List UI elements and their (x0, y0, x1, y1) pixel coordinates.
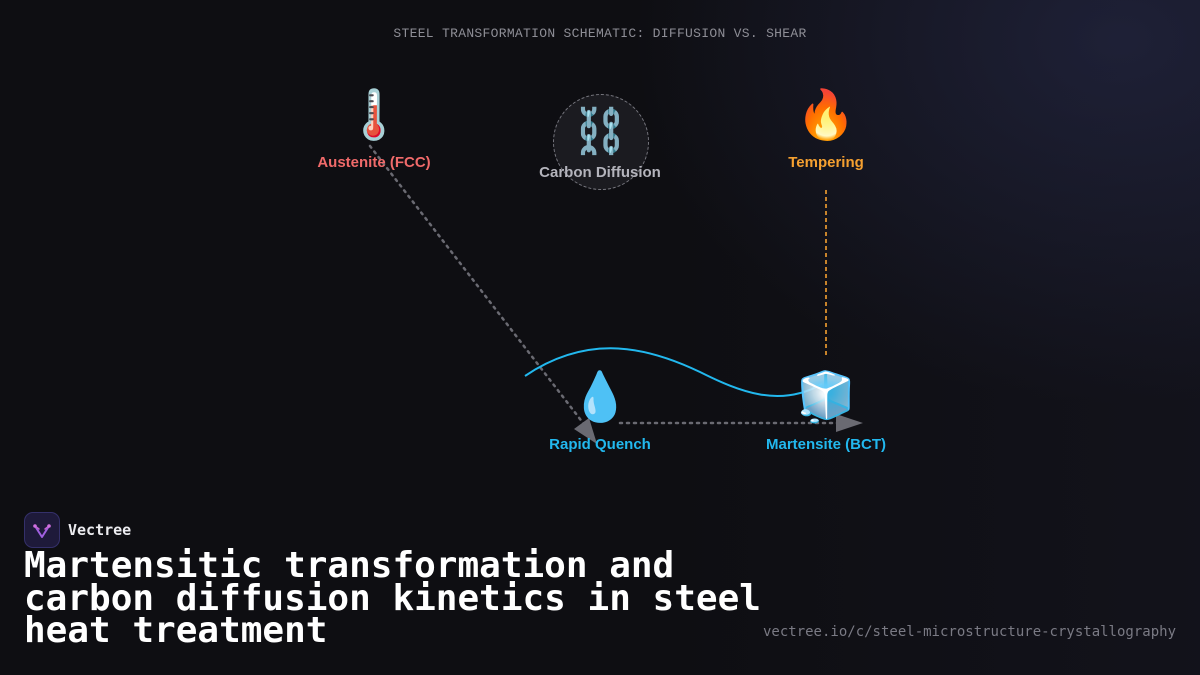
water-drop-icon: 💧 (570, 371, 630, 424)
fire-icon: 🔥 (796, 89, 856, 142)
headline: Martensitic transformation and carbon di… (24, 545, 761, 651)
vectree-logo-icon (24, 512, 60, 548)
brand-name: Vectree (68, 521, 132, 539)
node-label-rapid-quench: Rapid Quench (549, 436, 651, 453)
node-label-austenite: Austenite (FCC) (317, 154, 431, 171)
ice-cube-icon: 🧊 (796, 371, 856, 424)
node-carbon-diffusion: ⛓️ Carbon Diffusion (539, 104, 661, 181)
arrowhead-quench (574, 418, 597, 444)
node-label-martensite: Martensite (BCT) (765, 436, 887, 453)
thermometer-icon: 🌡️ (344, 89, 404, 142)
node-label-tempering: Tempering (788, 154, 864, 171)
node-tempering: 🔥 Tempering (788, 88, 864, 171)
chain-link-icon: ⛓️ (572, 107, 628, 156)
arrowhead-martensite (836, 414, 863, 432)
brand: Vectree (24, 512, 131, 548)
diagram-title: STEEL TRANSFORMATION SCHEMATIC: DIFFUSIO… (393, 26, 807, 41)
edge-quench-martensite-curve (524, 347, 823, 397)
node-rapid-quench: 💧 Rapid Quench (549, 370, 651, 453)
node-martensite: 🧊 Martensite (BCT) (766, 370, 886, 453)
edge-austenite-to-quench (368, 144, 592, 434)
carbon-diffusion-circle (553, 94, 649, 190)
node-label-carbon-diffusion: Carbon Diffusion (539, 164, 661, 181)
node-austenite: 🌡️ Austenite (FCC) (317, 88, 430, 171)
source-url[interactable]: vectree.io/c/steel-microstructure-crysta… (762, 624, 1176, 640)
